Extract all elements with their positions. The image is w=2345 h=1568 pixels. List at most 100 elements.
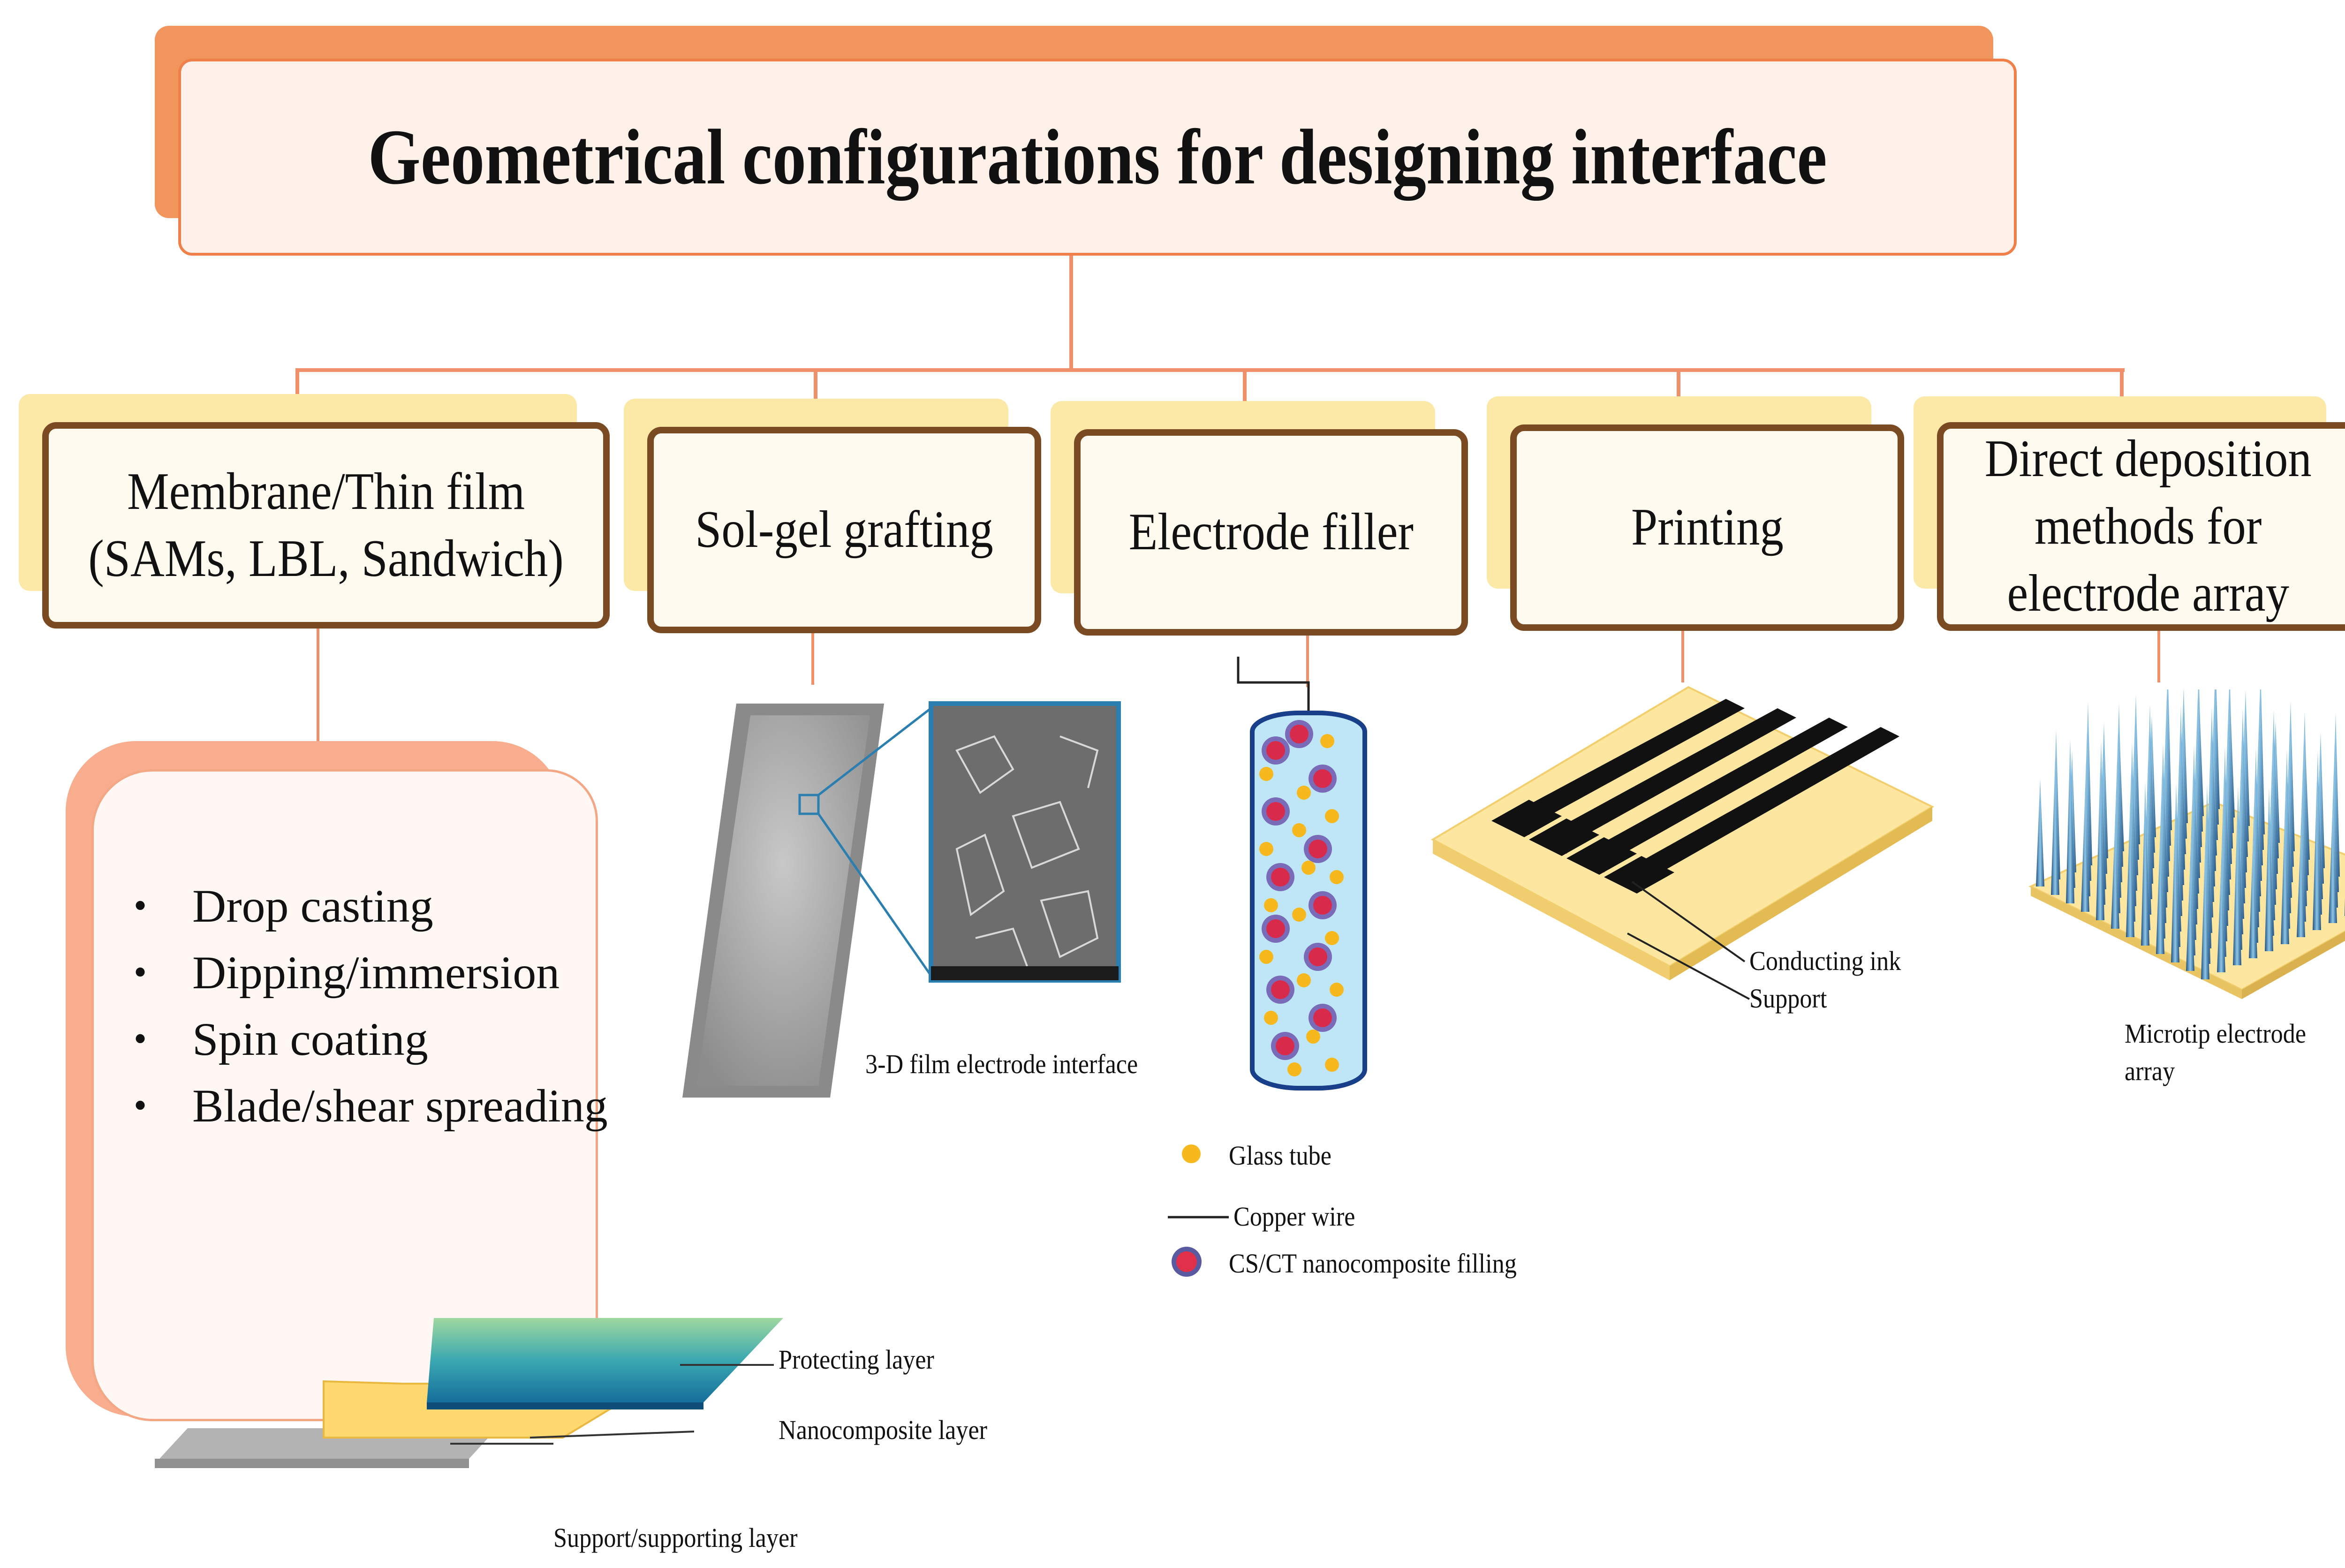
branch-drop-3 xyxy=(1243,368,1247,403)
microtip-needle xyxy=(2126,801,2134,937)
microtips xyxy=(2036,689,2345,979)
gold-dot-icon xyxy=(1182,1144,1201,1163)
filling-particle xyxy=(1271,980,1290,999)
microtip-needle xyxy=(2297,829,2305,937)
microtip-needle xyxy=(2281,808,2289,944)
gold-particle xyxy=(1325,809,1339,823)
microtip-needle xyxy=(2171,812,2179,962)
gold-particle xyxy=(1301,861,1316,875)
ink-leader xyxy=(1631,881,1746,962)
gold-particle xyxy=(1297,973,1311,987)
filling-particle xyxy=(1313,1008,1332,1027)
sem-scale-bar xyxy=(931,966,1119,980)
microtip-needle xyxy=(2111,821,2119,929)
list-item: •Drop casting xyxy=(134,879,433,932)
category-electrode-filler: Electrode filler xyxy=(1074,429,1468,636)
filling-particle xyxy=(1313,896,1332,915)
branch-line xyxy=(295,368,2125,372)
filling-particle xyxy=(1290,725,1309,743)
microtip-needle xyxy=(2233,815,2241,965)
nanocomposite-leader xyxy=(530,1431,695,1439)
microtip-array-illustration xyxy=(2028,689,2345,999)
filling-particle xyxy=(1266,919,1285,938)
sem-image xyxy=(929,701,1121,983)
category-membrane: Membrane/Thin film (SAMs, LBL, Sandwich) xyxy=(42,422,610,629)
sol-gel-caption: 3-D film electrode interface xyxy=(865,1049,1138,1079)
title-connector xyxy=(1069,256,1073,371)
electrode-pads xyxy=(1491,800,1674,894)
gold-particle xyxy=(1325,1058,1339,1072)
microtip-needle xyxy=(2313,780,2321,930)
category-sol-gel: Sol-gel grafting xyxy=(647,427,1041,633)
support-leader xyxy=(1627,932,1750,1000)
electrode-filler-illustration xyxy=(1237,657,1367,1091)
nanocomposite-layer-outline xyxy=(323,1380,656,1439)
microtip-needle xyxy=(2051,759,2059,895)
microtip-needle xyxy=(2081,790,2089,912)
branch-drop-5 xyxy=(2120,368,2124,403)
protecting-layer xyxy=(427,1318,783,1402)
tube-dots xyxy=(1259,720,1344,1076)
printing-support-label: Support xyxy=(1749,983,1827,1014)
direct-drop-line xyxy=(2157,631,2160,682)
support-layer-edge xyxy=(155,1459,469,1468)
branch-drop-4 xyxy=(1677,368,1680,403)
microtip-base-edge-right xyxy=(2242,931,2345,999)
gold-particle xyxy=(1259,950,1273,964)
gold-particle xyxy=(1306,1030,1320,1044)
sol-gel-illustration xyxy=(682,701,1121,1098)
filler-legend-symbols xyxy=(1168,1144,1229,1277)
gold-particle xyxy=(1259,767,1273,781)
zoom-marker xyxy=(798,794,820,815)
filling-particle xyxy=(1313,769,1332,788)
conducting-ink-label: Conducting ink xyxy=(1749,946,1901,976)
microtip-needle xyxy=(2329,801,2337,923)
protecting-layer-label: Protecting layer xyxy=(779,1344,934,1375)
layered-membrane-illustration xyxy=(155,1318,783,1468)
sem-flakes xyxy=(955,735,1099,967)
filling-particle xyxy=(1309,840,1327,858)
gold-particle xyxy=(1264,898,1278,912)
microtip-needle xyxy=(2066,739,2074,903)
microtip-needle xyxy=(2156,832,2164,954)
filling-label: CS/CT nanocomposite filling xyxy=(1229,1248,1517,1279)
microtip-needle xyxy=(2249,836,2257,958)
gold-particle xyxy=(1259,842,1273,856)
filler-drop-line xyxy=(1306,636,1309,687)
gold-particle xyxy=(1330,983,1344,997)
microtip-needle xyxy=(2141,781,2149,946)
category-printing: Printing xyxy=(1510,424,1904,631)
microtip-needle xyxy=(2096,770,2104,920)
copper-wire-label: Copper wire xyxy=(1233,1201,1355,1232)
zoom-line-top xyxy=(817,707,932,796)
microtip-label-line2: array xyxy=(2125,1056,2175,1086)
zoom-line-bottom xyxy=(817,813,932,977)
gold-particle xyxy=(1287,1062,1301,1076)
list-item: •Dipping/immersion xyxy=(134,946,560,999)
category-direct-deposition: Direct deposition methods for electrode … xyxy=(1937,422,2345,631)
branch-drop-2 xyxy=(814,368,817,403)
filling-particle xyxy=(1266,802,1285,821)
gold-particle xyxy=(1264,1011,1278,1025)
gold-particle xyxy=(1292,908,1306,922)
filling-particle xyxy=(1266,741,1285,760)
nanocomposite-layer-label: Nanocomposite layer xyxy=(779,1415,988,1445)
list-item: •Spin coating xyxy=(134,1013,428,1065)
title-box xyxy=(178,59,2017,256)
gold-particle xyxy=(1330,870,1344,884)
list-item: •Blade/shear spreading xyxy=(134,1079,608,1132)
printing-support-edge-right xyxy=(1670,807,1932,980)
gold-particle xyxy=(1325,931,1339,945)
diagram-title: Geometrical configurations for designing… xyxy=(368,113,1827,201)
film-electrode-surface xyxy=(696,715,870,1086)
printed-electrode-illustration xyxy=(1430,686,1935,1000)
glass-tube-label: Glass tube xyxy=(1229,1140,1331,1171)
printing-drop-line xyxy=(1681,631,1684,682)
microtip-needle xyxy=(2186,863,2194,971)
nanocomposite-dot-core xyxy=(1176,1251,1197,1272)
branch-drop-1 xyxy=(295,368,299,403)
filling-particle xyxy=(1309,947,1327,966)
gold-particle xyxy=(1292,823,1306,837)
microtip-needle xyxy=(2217,864,2225,972)
printing-support-edge xyxy=(1433,840,1670,980)
